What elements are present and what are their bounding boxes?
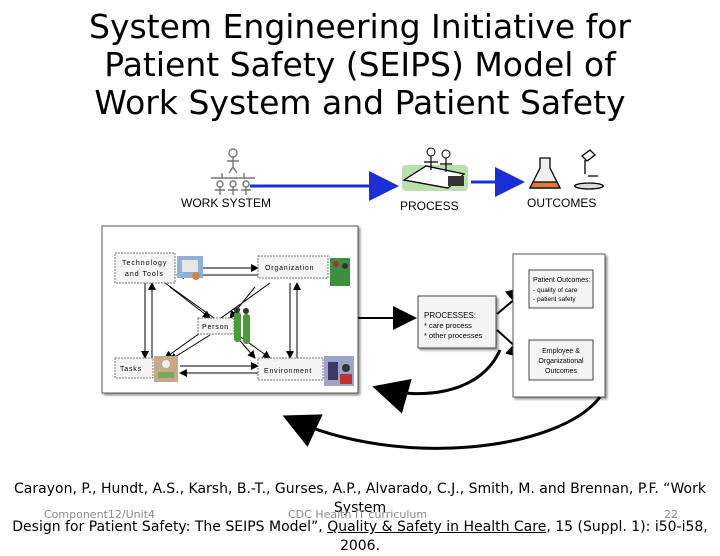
work-system-label: WORK SYSTEM [181,196,271,210]
title-line-2: Patient Safety (SEIPS) Model of [104,45,616,84]
patient-outcomes-heading: Patient Outcomes: [533,277,591,284]
environment-photo [324,356,354,386]
patient-outcomes-safety: - patient safety [533,296,576,303]
patient-outcomes-quality: - quality of care [533,287,578,294]
process-label: PROCESS [400,199,459,213]
process-care-icon [402,147,468,191]
organization-label: Organization [265,265,314,272]
page-title: System Engineering Initiative for Patien… [60,8,660,122]
feedback-arrow-inner [372,349,502,414]
title-line-3: Work System and Patient Safety [94,83,626,122]
organization-people-photo [330,258,350,286]
organization-box: Organization [257,255,329,279]
footer-component-unit: Component12/Unit4 [44,508,155,521]
processes-item-other: * other processes [424,331,483,340]
citation-title: Design for Patient Safety: The SEIPS Mod… [12,519,328,535]
patient-outcomes-box: Patient Outcomes: - quality of care - pa… [528,269,594,309]
work-system-people-icon [211,148,255,195]
technology-photo [177,256,203,280]
employee-outcomes-box: Employee & Organizational Outcomes [528,339,594,381]
citation-authors: Carayon, P., Hundt, A.S., Karsh, B.-T., … [14,481,706,516]
tools-label: and Tools [125,271,164,278]
processes-item-care: * care process [424,321,472,330]
person-label: Person [202,324,229,331]
tasks-photo [154,356,178,382]
outcomes-label: OUTCOMES [527,196,596,210]
title-line-1: System Engineering Initiative for [89,7,631,46]
employee-outcomes-line1: Employee & [542,348,580,355]
tasks-label: Tasks [120,366,142,373]
environment-box: Environment [257,357,324,381]
person-box: Person [197,317,235,335]
footer-page-number: 22 [664,508,678,521]
technology-and-tools-box: Technology and Tools [114,252,176,284]
feedback-arrow-outer [282,396,602,450]
employee-outcomes-line2: Organizational [538,358,584,365]
technology-label: Technology [122,260,167,267]
employee-outcomes-line3: Outcomes [545,368,577,375]
tasks-box: Tasks [114,357,154,379]
environment-label: Environment [264,368,312,375]
outcomes-lab-icon [528,149,604,190]
citation-journal: Quality & Safety in Health Care [327,519,547,535]
footer-curriculum: CDC Health IT curriculum [288,508,428,521]
seips-diagram: WORK SYSTEM PROCESS OUTCOMES [101,147,606,450]
person-figures-photo [234,307,250,344]
processes-heading: PROCESSES: [424,311,476,320]
processes-box: PROCESSES: * care process * other proces… [417,295,497,349]
